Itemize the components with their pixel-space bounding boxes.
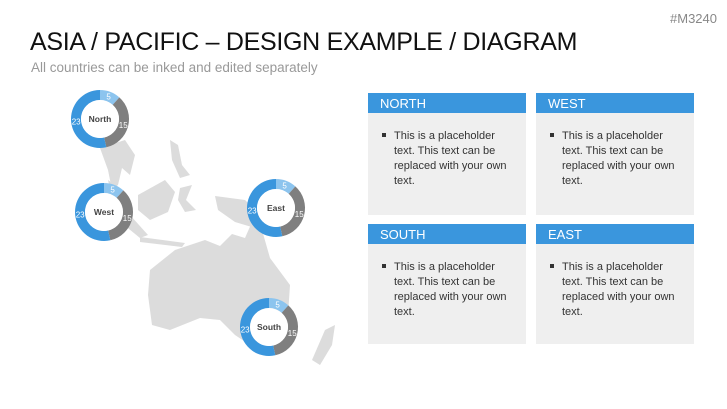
donut-segment [75,183,111,241]
slide-code: #M3240 [670,11,717,26]
donut-title: West [94,207,114,217]
map-java [140,237,185,247]
donut-south: 5 15 23 South [240,298,299,356]
donut-segment [70,90,107,148]
map-sulawesi [178,185,196,212]
donut-segment [104,183,124,198]
box-text: This is a placeholder text. This text ca… [562,261,675,318]
box-text: This is a placeholder text. This text ca… [562,130,675,187]
donut-segment [247,179,283,237]
donut-segment [269,298,289,313]
donut-segment [104,97,129,148]
map-indochina [100,140,135,190]
info-box-north: NORTH This is a placeholder text. This t… [368,93,526,215]
map-philippines [170,140,190,178]
info-box-east: EAST This is a placeholder text. This te… [536,224,694,344]
donut-value-label: 15 [295,210,304,219]
donut-value-label: 15 [123,214,132,223]
donut-segment [280,186,306,237]
donut-segment [273,305,299,356]
donut-east: 5 15 23 East [247,179,306,237]
donut-segment [100,90,120,105]
box-title: EAST [536,224,694,244]
info-box-west: WEST This is a placeholder text. This te… [536,93,694,215]
box-title: SOUTH [368,224,526,244]
donut-value-label: 23 [241,326,250,335]
donut-title: South [257,322,281,332]
box-title: WEST [536,93,694,113]
bullet-icon [550,133,554,137]
donut-segment [240,298,276,356]
donut-value-label: 5 [275,301,280,310]
donut-value-label: 23 [72,118,81,127]
donut-value-label: 15 [288,329,297,338]
donut-north: 5 15 23 North [70,90,129,148]
donut-title: East [267,203,285,213]
donut-title: North [89,114,112,124]
page-title: ASIA / PACIFIC – DESIGN EXAMPLE / DIAGRA… [30,28,578,56]
bullet-icon [550,264,554,268]
box-text: This is a placeholder text. This text ca… [394,261,507,318]
map-borneo [138,180,175,220]
box-text: This is a placeholder text. This text ca… [394,130,507,187]
donut-value-label: 23 [248,207,257,216]
box-title: NORTH [368,93,526,113]
bullet-icon [382,264,386,268]
donut-value-label: 5 [110,186,115,195]
donut-value-label: 23 [76,211,85,220]
bullet-icon [382,133,386,137]
map-new-zealand [312,325,335,365]
page-subtitle: All countries can be inked and edited se… [31,60,318,75]
donut-west: 5 15 23 West [75,183,134,241]
donut-value-label: 5 [282,182,287,191]
info-box-south: SOUTH This is a placeholder text. This t… [368,224,526,344]
donut-value-label: 5 [106,93,111,102]
donut-value-label: 15 [119,121,128,130]
donut-segment [276,179,296,194]
donut-segment [108,190,134,241]
